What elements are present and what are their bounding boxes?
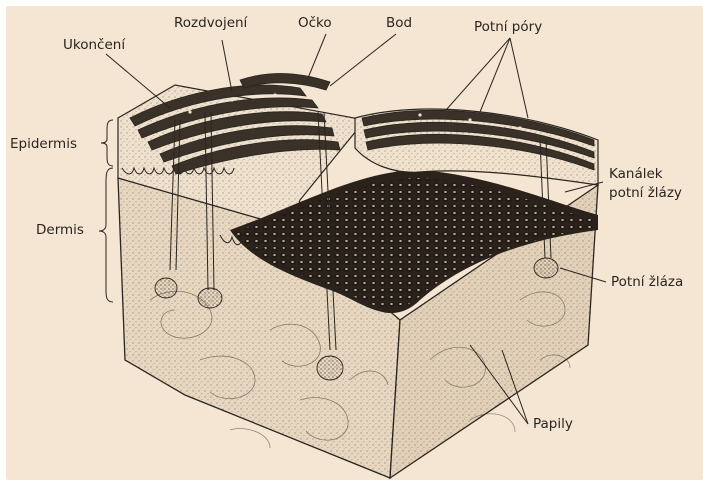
label-dermis: Dermis [36, 222, 84, 238]
label-epidermis: Epidermis [10, 136, 77, 152]
label-ukonceni: Ukončení [63, 37, 126, 53]
label-ocko: Očko [298, 15, 332, 31]
epidermis-brace [101, 120, 113, 166]
label-potni-zlaza: Potní žláza [611, 274, 683, 290]
label-kanalek-line2: potní žlázy [609, 185, 682, 201]
dermis-brace [99, 168, 113, 302]
label-papily: Papily [533, 416, 573, 432]
label-rozdvojeni: Rozdvojení [174, 15, 249, 31]
label-bod: Bod [386, 15, 412, 31]
label-potni-pory: Potní póry [474, 19, 542, 35]
label-kanalek-line1: Kanálek [609, 166, 663, 182]
